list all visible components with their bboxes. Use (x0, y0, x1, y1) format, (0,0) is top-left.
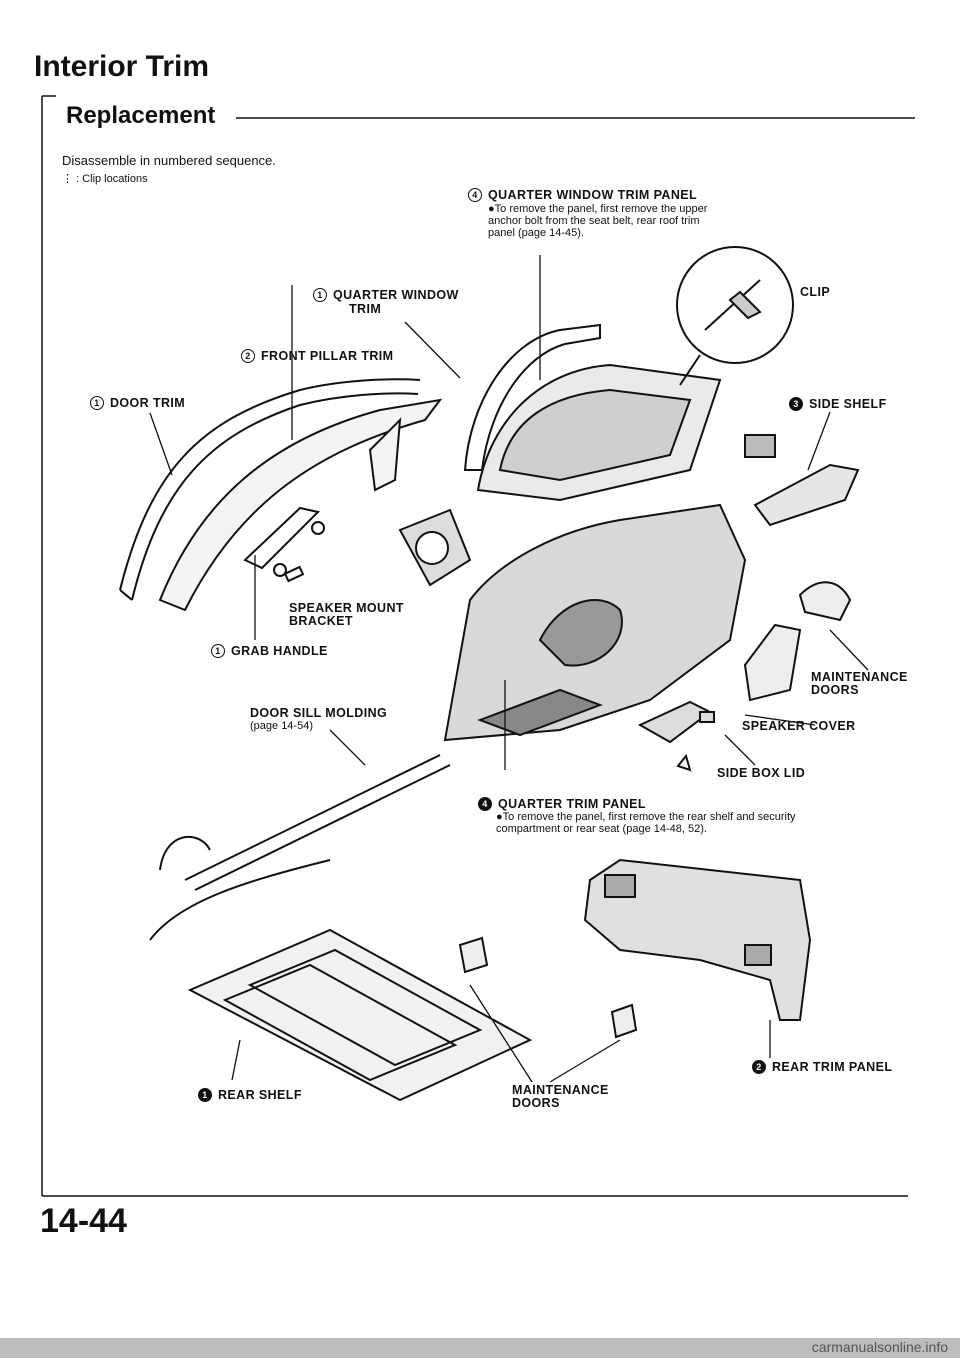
quarter-window-trim-panel-part (476, 363, 722, 502)
rear-trim-panel-part (583, 858, 812, 1021)
label-maintenance-doors-upper: MAINTENANCE (811, 670, 908, 684)
step-number-badge: 4 (478, 797, 492, 811)
label-text: FRONT PILLAR TRIM (261, 349, 394, 363)
label-maintenance-doors-lower-line2: DOORS (512, 1096, 560, 1110)
step-number-badge: 1 (313, 288, 327, 302)
intro-text: Disassemble in numbered sequence. (62, 153, 276, 168)
label-grab-handle: 1 GRAB HANDLE (211, 644, 328, 658)
rear-shelf-part (187, 928, 533, 1102)
label-maintenance-doors-lower: MAINTENANCE (512, 1083, 609, 1097)
section-subtitle: Replacement (60, 102, 222, 130)
clip-detail (676, 246, 794, 386)
step-number-badge: 2 (752, 1060, 766, 1074)
front-pillar-trim-part (158, 398, 443, 612)
label-quarter-window-trim-panel: 4 QUARTER WINDOW TRIM PANEL (468, 188, 697, 202)
label-rear-trim-panel: 2 REAR TRIM PANEL (752, 1060, 892, 1074)
label-quarter-window-trim: 1 QUARTER WINDOW (313, 288, 459, 302)
step-number-badge: 3 (789, 397, 803, 411)
label-text: QUARTER WINDOW TRIM PANEL (488, 188, 698, 202)
clip-legend-icon: ⋮ (62, 173, 73, 185)
label-rear-shelf: 1 REAR SHELF (198, 1088, 302, 1102)
side-box-lid-part (676, 753, 692, 772)
quarter-trim-panel-part (443, 503, 747, 742)
side-shelf-part (744, 434, 860, 527)
page-number: 14-44 (40, 1202, 127, 1240)
label-speaker-mount-bracket: SPEAKER MOUNT (289, 601, 404, 615)
label-text: QUARTER TRIM PANEL (498, 797, 646, 811)
clip-legend: ⋮ : Clip locations (62, 172, 148, 185)
label-quarter-trim-panel: 4 QUARTER TRIM PANEL (478, 797, 646, 811)
label-text: DOOR TRIM (110, 396, 186, 410)
label-door-trim: 1 DOOR TRIM (90, 396, 185, 410)
label-door-sill-molding-page: (page 14-54) (250, 720, 313, 732)
quarter-window-trim-part (463, 323, 601, 471)
label-text: GRAB HANDLE (231, 644, 328, 658)
grab-handle-part (243, 506, 325, 583)
speaker-mount-bracket-part (398, 508, 472, 587)
label-speaker-mount-bracket-line2: BRACKET (289, 614, 353, 628)
note-quarter-trim-panel: ●To remove the panel, first remove the r… (496, 811, 796, 835)
step-number-badge: 1 (211, 644, 225, 658)
label-speaker-cover: SPEAKER COVER (742, 719, 856, 733)
label-text: SIDE SHELF (809, 397, 887, 411)
label-clip: CLIP (800, 285, 831, 299)
step-number-badge: 4 (468, 188, 482, 202)
leader-lines (149, 255, 869, 1083)
step-number-badge: 1 (90, 396, 104, 410)
label-maintenance-doors-upper-line2: DOORS (811, 683, 859, 697)
label-side-shelf: 3 SIDE SHELF (789, 397, 887, 411)
page-frame (41, 95, 915, 1197)
label-quarter-window-trim-line2: TRIM (349, 302, 382, 316)
door-trim-part (119, 378, 421, 601)
speaker-cover-part (637, 700, 715, 744)
label-text: REAR SHELF (218, 1088, 302, 1102)
step-number-badge: 1 (198, 1088, 212, 1102)
maintenance-doors-lower-part (458, 936, 638, 1039)
door-sill-molding-part (149, 754, 451, 941)
label-text: QUARTER WINDOW (333, 288, 459, 302)
label-front-pillar-trim: 2 FRONT PILLAR TRIM (241, 349, 393, 363)
label-door-sill-molding: DOOR SILL MOLDING (250, 706, 388, 720)
watermark: carmanualsonline.info (811, 1339, 948, 1355)
clip-legend-text: : Clip locations (76, 173, 148, 185)
note-quarter-window-trim-panel: ●To remove the panel, first remove the u… (488, 203, 708, 239)
page-title: Interior Trim (34, 50, 210, 83)
maintenance-doors-upper-part (743, 581, 852, 702)
label-text: REAR TRIM PANEL (772, 1060, 893, 1074)
footer-bar: carmanualsonline.info (0, 1338, 960, 1358)
label-side-box-lid: SIDE BOX LID (717, 766, 806, 780)
step-number-badge: 2 (241, 349, 255, 363)
